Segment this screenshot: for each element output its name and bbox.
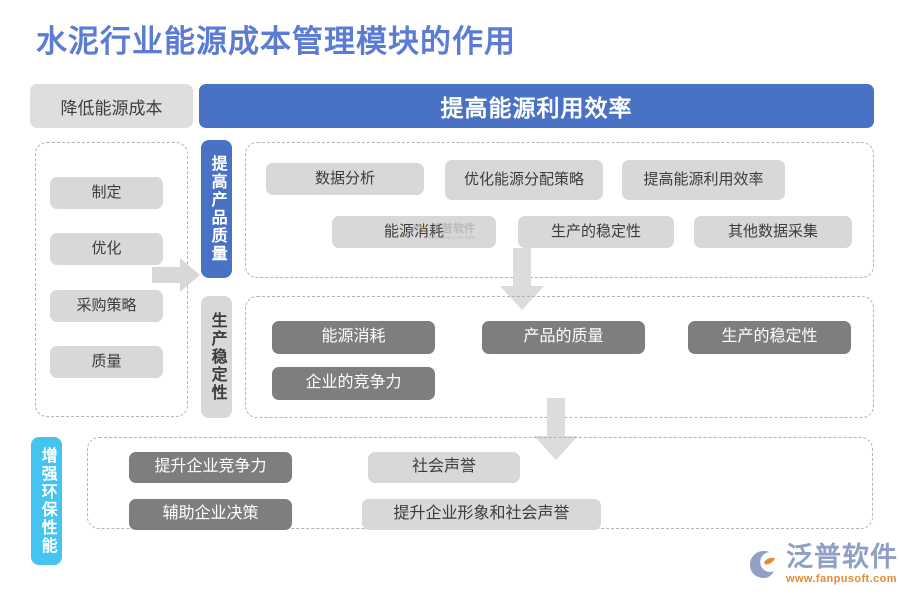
arrow-down-icon-1 <box>500 248 544 310</box>
chip-other-data-collection: 其他数据采集 <box>694 216 852 248</box>
chip-boost-competitiveness: 提升企业竞争力 <box>129 452 292 483</box>
chip-assist-decision: 辅助企业决策 <box>129 499 292 530</box>
arrow-right-icon <box>152 258 200 292</box>
chip-production-stability-top: 生产的稳定性 <box>518 216 674 248</box>
tab-stability-c0: 生产稳定性 <box>208 312 226 402</box>
brand-name: 泛普软件 <box>786 542 898 572</box>
brand-logo: 泛普软件 www.fanpusoft.com <box>748 544 898 585</box>
panel-top <box>245 142 874 278</box>
tab-env-c0: 增强环保性能 <box>38 447 56 555</box>
tab-environmental-performance[interactable]: 增强环保性能 <box>31 437 62 565</box>
chip-energy-consumption-mid: 能源消耗 <box>272 321 435 354</box>
header-main-banner: 提高能源利用效率 <box>199 84 874 128</box>
page-title: 水泥行业能源成本管理模块的作用 <box>36 24 516 59</box>
chip-production-stability-mid: 生产的稳定性 <box>688 321 851 354</box>
chip-product-quality: 产品的质量 <box>482 321 645 354</box>
brand-mark-icon <box>750 550 775 578</box>
list-item: 优化 <box>50 233 163 265</box>
brand-url: www.fanpusoft.com <box>786 573 897 585</box>
chip-improve-energy-efficiency: 提高能源利用效率 <box>622 160 785 200</box>
arrow-down-icon-2 <box>534 398 578 460</box>
chip-data-analysis: 数据分析 <box>266 163 424 195</box>
list-item: 制定 <box>50 177 163 209</box>
header-cost-label: 降低能源成本 <box>30 84 193 128</box>
chip-energy-consumption-top: 能源消耗 <box>332 216 496 248</box>
chip-enterprise-competitiveness: 企业的竞争力 <box>272 367 435 400</box>
list-item: 采购策略 <box>50 290 163 322</box>
tab-production-stability[interactable]: 生产稳定性 <box>201 296 232 418</box>
tab-improve-product-quality[interactable]: 提高产品质量 <box>201 140 232 278</box>
chip-optimize-energy-allocation: 优化能源分配策略 <box>445 160 603 200</box>
chip-improve-image-reputation: 提升企业形象和社会声誉 <box>362 499 601 530</box>
list-item: 质量 <box>50 346 163 378</box>
tab-quality-c0: 提高产品质量 <box>208 155 226 263</box>
chip-social-reputation: 社会声誉 <box>368 452 520 483</box>
